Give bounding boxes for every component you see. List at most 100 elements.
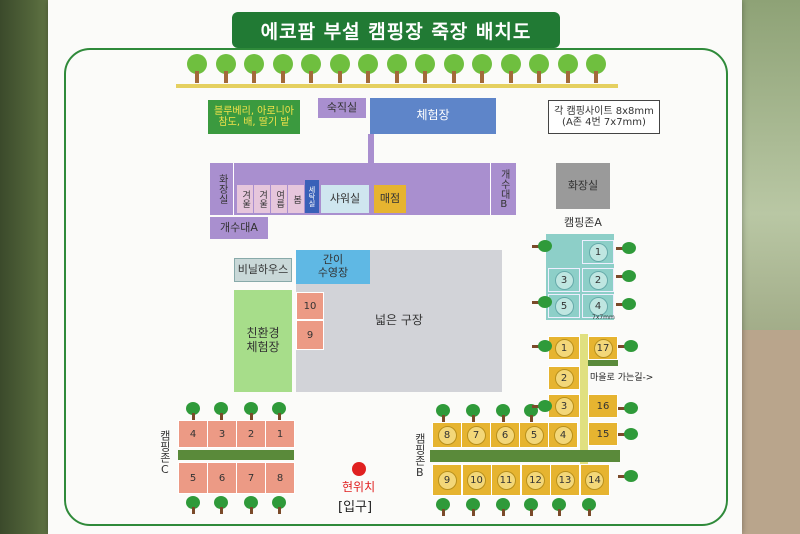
zone-a-site-5[interactable]: 5 (548, 294, 580, 318)
zone-c-site-4[interactable]: 4 (178, 420, 208, 448)
site-size-info: 각 캠핑사이트 8x8mm (A존 4번 7x7mm) (548, 100, 660, 134)
tree-trunk (195, 71, 199, 83)
zone-c-site-5[interactable]: 5 (178, 462, 208, 494)
zone-c-site-8[interactable]: 8 (265, 462, 295, 494)
tree-icon (414, 54, 436, 84)
bush-crown (244, 496, 258, 509)
small-site-10-label: 10 (303, 300, 317, 312)
small-site-10[interactable]: 10 (296, 292, 324, 320)
bush-crown (622, 270, 636, 282)
zone-a-site-3[interactable]: 3 (548, 268, 580, 292)
zone-b-site-17-label: 17 (593, 338, 613, 358)
bush-trunk (250, 413, 253, 420)
zone-a-site-4-label: 4 (588, 296, 608, 316)
eco-label-line2: 체험장 (246, 340, 280, 354)
bush-crown (214, 496, 228, 509)
zone-b-site-1[interactable]: 1 (548, 336, 580, 360)
zone-c-path (178, 450, 294, 460)
bush-icon (618, 340, 638, 352)
bush-crown (552, 498, 566, 511)
bush-crown (272, 402, 286, 415)
zone-b-site-16[interactable]: 16 (588, 394, 618, 418)
bush-trunk (472, 509, 475, 516)
zone-b-site-12[interactable]: 12 (520, 464, 551, 496)
tree-icon (357, 54, 379, 84)
zone-b-site-6[interactable]: 6 (490, 422, 520, 448)
zone-b-site-13[interactable]: 13 (550, 464, 580, 496)
tree-trunk (366, 71, 370, 83)
bush-trunk (588, 509, 591, 516)
zone-a-site-1[interactable]: 1 (582, 240, 614, 264)
zone-c-site-6[interactable]: 6 (207, 462, 237, 494)
entrance-label: [입구] (338, 500, 373, 515)
bush-icon (618, 428, 638, 440)
tree-crown (358, 54, 378, 74)
bush-trunk (532, 245, 540, 248)
zone-b-site-8[interactable]: 8 (432, 422, 462, 448)
zone-c-site-1[interactable]: 1 (265, 420, 295, 448)
zone-b-site-3[interactable]: 3 (548, 394, 580, 418)
tree-icon (300, 54, 322, 84)
tree-row-base (176, 84, 618, 88)
zone-b-site-17[interactable]: 17 (588, 336, 618, 360)
zone-a-site-2[interactable]: 2 (582, 268, 614, 292)
zone-c-label: 캠핑존C (158, 430, 172, 476)
bush-crown (582, 498, 596, 511)
bush-crown (538, 400, 552, 412)
zone-b-site-5-label: 5 (524, 425, 544, 445)
zone-b-site-7[interactable]: 7 (461, 422, 491, 448)
zone-b-site-14[interactable]: 14 (579, 464, 610, 496)
bush-crown (624, 470, 638, 482)
zone-c-site-8-label: 8 (276, 472, 284, 484)
zone-b-site-4[interactable]: 4 (548, 422, 578, 448)
tree-trunk (423, 71, 427, 83)
bush-icon (524, 498, 538, 516)
farm-label-line1: 블루베리, 아로니아 (214, 105, 294, 117)
tree-trunk (309, 71, 313, 83)
shop: 매점 (374, 185, 406, 213)
bush-trunk (472, 415, 475, 422)
tree-icon (186, 54, 208, 84)
zone-b-path-vertical (580, 334, 588, 464)
bush-crown (624, 340, 638, 352)
zone-a-site-4[interactable]: 4 (582, 294, 614, 318)
zone-b-site-9[interactable]: 9 (432, 464, 462, 496)
zone-b-site-9-label: 9 (437, 470, 457, 490)
zone-b-site-15[interactable]: 15 (588, 422, 618, 446)
bush-trunk (618, 475, 626, 478)
room-winter-2: 겨울 (254, 185, 270, 213)
laundry-room: 세탁실 (305, 180, 319, 213)
zone-c-site-3[interactable]: 3 (207, 420, 237, 448)
zone-b-site-10[interactable]: 10 (461, 464, 492, 496)
tree-crown (386, 54, 407, 74)
zone-b-label: 캠핑존B (413, 433, 427, 479)
zone-b-site-2[interactable]: 2 (548, 366, 580, 390)
zone-a-site-1-label: 1 (588, 242, 608, 262)
zone-b-site-11[interactable]: 11 (491, 464, 521, 496)
tree-crown (272, 54, 293, 74)
zone-c-site-2[interactable]: 2 (236, 420, 266, 448)
small-site-9-label: 9 (306, 329, 314, 341)
bush-icon (532, 400, 552, 412)
tree-crown (244, 54, 264, 74)
bush-crown (622, 242, 636, 254)
bush-crown (622, 298, 636, 310)
zone-b-site-15-label: 15 (596, 428, 610, 440)
bush-icon (532, 240, 552, 252)
zone-b-site-6-label: 6 (495, 425, 515, 445)
bush-crown (186, 402, 200, 415)
greenhouse: 비닐하우스 (234, 258, 292, 282)
bush-icon (244, 402, 258, 420)
zone-b-site-5[interactable]: 5 (519, 422, 549, 448)
pool-text-2: 수영장 (317, 266, 349, 279)
zone-c-site-7[interactable]: 7 (236, 462, 266, 494)
bush-crown (186, 496, 200, 509)
zone-a-note: 7x7mm (592, 314, 615, 321)
bush-crown (466, 498, 480, 511)
zone-c-site-3-label: 3 (218, 428, 226, 440)
bush-icon (616, 242, 636, 254)
bush-crown (538, 296, 552, 308)
bush-crown (496, 498, 510, 511)
map-title: 에코팜 부설 캠핑장 죽장 배치도 (232, 12, 560, 48)
small-site-9[interactable]: 9 (296, 320, 324, 350)
